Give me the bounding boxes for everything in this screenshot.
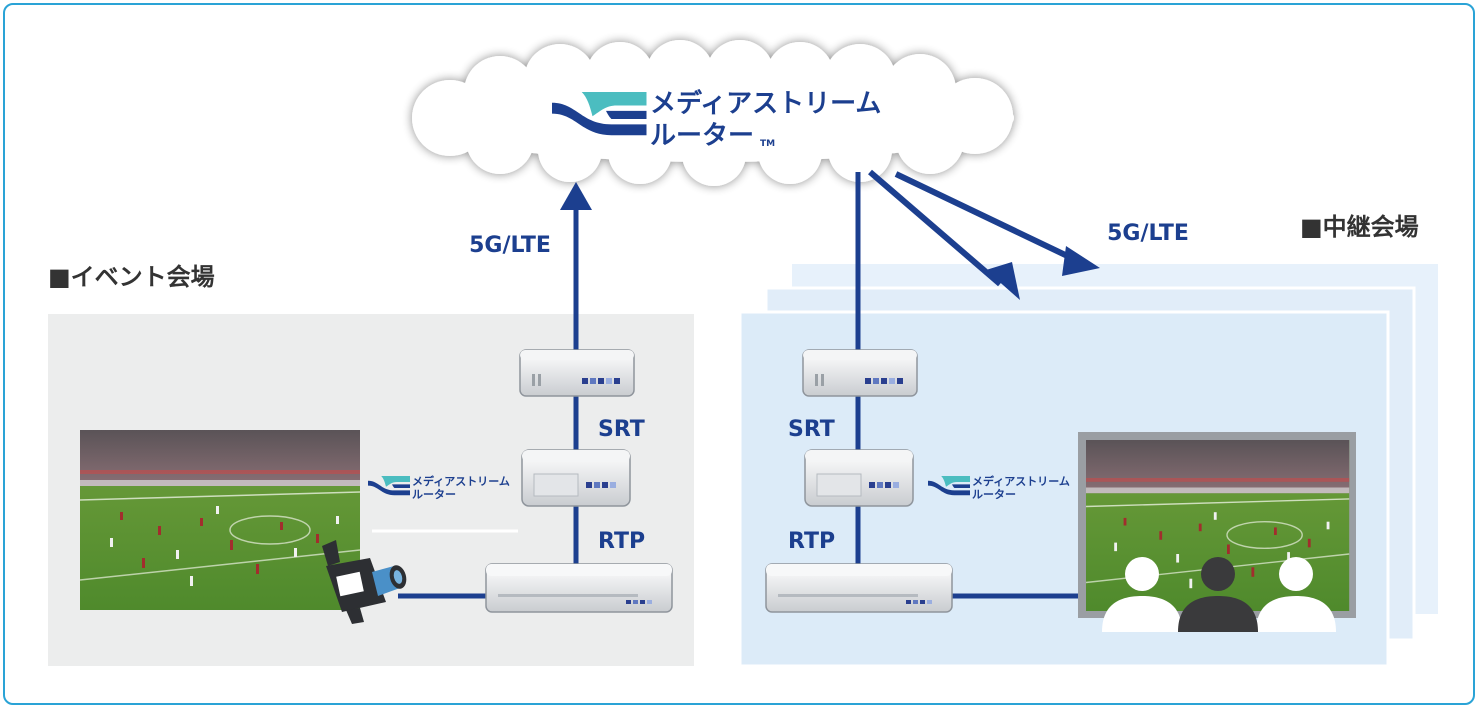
event-srt-label: SRT xyxy=(598,417,645,442)
relay-rtp-label: RTP xyxy=(788,529,835,554)
relay-venue-title: ■中継会場 xyxy=(1300,213,1419,241)
uplink-arrow-icon xyxy=(560,182,592,210)
downlink-arrow-icon-2 xyxy=(1062,246,1100,276)
event-brand-logo: メディアストリーム ルーター xyxy=(368,474,510,501)
relay-brand-line2: ルーター xyxy=(972,488,1016,501)
relay-brand-logo: メディアストリーム ルーター xyxy=(928,474,1070,501)
relay-srt-label: SRT xyxy=(788,417,835,442)
relay-brand-line1: メディアストリーム xyxy=(972,474,1070,488)
stadium-photo xyxy=(79,429,361,611)
event-srt-server-icon xyxy=(519,349,635,397)
cloud-icon xyxy=(412,40,1014,186)
event-venue-title: ■イベント会場 xyxy=(48,263,215,291)
downlink-arrow-icon xyxy=(986,262,1020,300)
event-rtp-server-icon xyxy=(485,563,673,613)
uplink-label: 5G/LTE xyxy=(469,233,551,258)
event-brand-line2: ルーター xyxy=(412,488,456,501)
cloud-brand-logo: メディアストリーム ルーター TM xyxy=(552,88,881,151)
video-camera-icon xyxy=(322,540,407,624)
event-router-server-icon xyxy=(521,449,631,507)
downlink-branch-1 xyxy=(868,169,1002,287)
downlink-label: 5G/LTE xyxy=(1107,221,1189,246)
event-rtp-label: RTP xyxy=(598,529,645,554)
cloud-brand-line2: ルーター xyxy=(650,121,754,151)
downlink-branch-2 xyxy=(894,171,1082,265)
cloud-brand-line1: メディアストリーム xyxy=(650,88,881,119)
relay-rtp-server-icon xyxy=(765,563,953,613)
relay-srt-server-icon xyxy=(802,349,918,397)
cloud-brand-tm: TM xyxy=(760,139,775,149)
event-brand-line1: メディアストリーム xyxy=(412,474,510,488)
relay-router-server-icon xyxy=(804,449,914,507)
connection-lines xyxy=(398,169,1100,600)
